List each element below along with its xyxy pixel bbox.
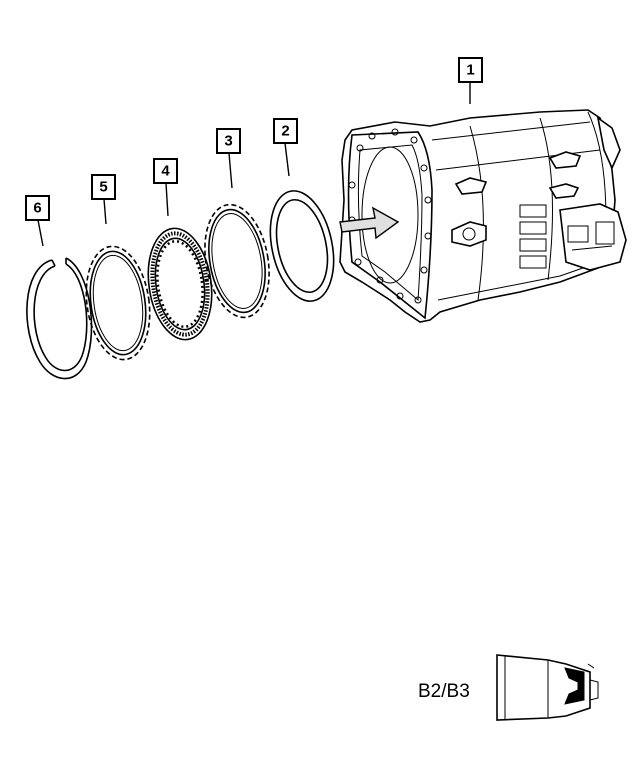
part-3-outer-toothed-plate [204, 203, 270, 319]
inset-label: B2/B3 [418, 681, 470, 702]
callout-2[interactable]: 2 [273, 118, 298, 177]
callout-5-number: 5 [99, 179, 107, 196]
callout-1-number: 1 [466, 62, 474, 79]
part-6-snap-ring [26, 257, 93, 380]
flange-bolt-holes [348, 128, 432, 304]
case-ribs [519, 204, 547, 269]
callout-6-number: 6 [33, 200, 41, 217]
part-5-outer-toothed-plate [85, 245, 151, 361]
callout-1[interactable]: 1 [458, 57, 483, 104]
callout-4-number: 4 [161, 163, 170, 180]
part-2-plate [269, 190, 335, 302]
callout-2-number: 2 [281, 123, 289, 140]
callout-6[interactable]: 6 [25, 195, 50, 247]
callout-5[interactable]: 5 [91, 174, 116, 225]
callout-4[interactable]: 4 [153, 158, 178, 217]
callout-3[interactable]: 3 [216, 128, 241, 189]
insertion-arrow [339, 206, 400, 240]
callout-3-number: 3 [224, 133, 232, 150]
transmission-housing [339, 109, 627, 323]
part-4-friction-disc [147, 227, 213, 341]
inset-transmission-icon [496, 654, 599, 721]
inset-b2-b3: B2/B3 [418, 654, 599, 721]
